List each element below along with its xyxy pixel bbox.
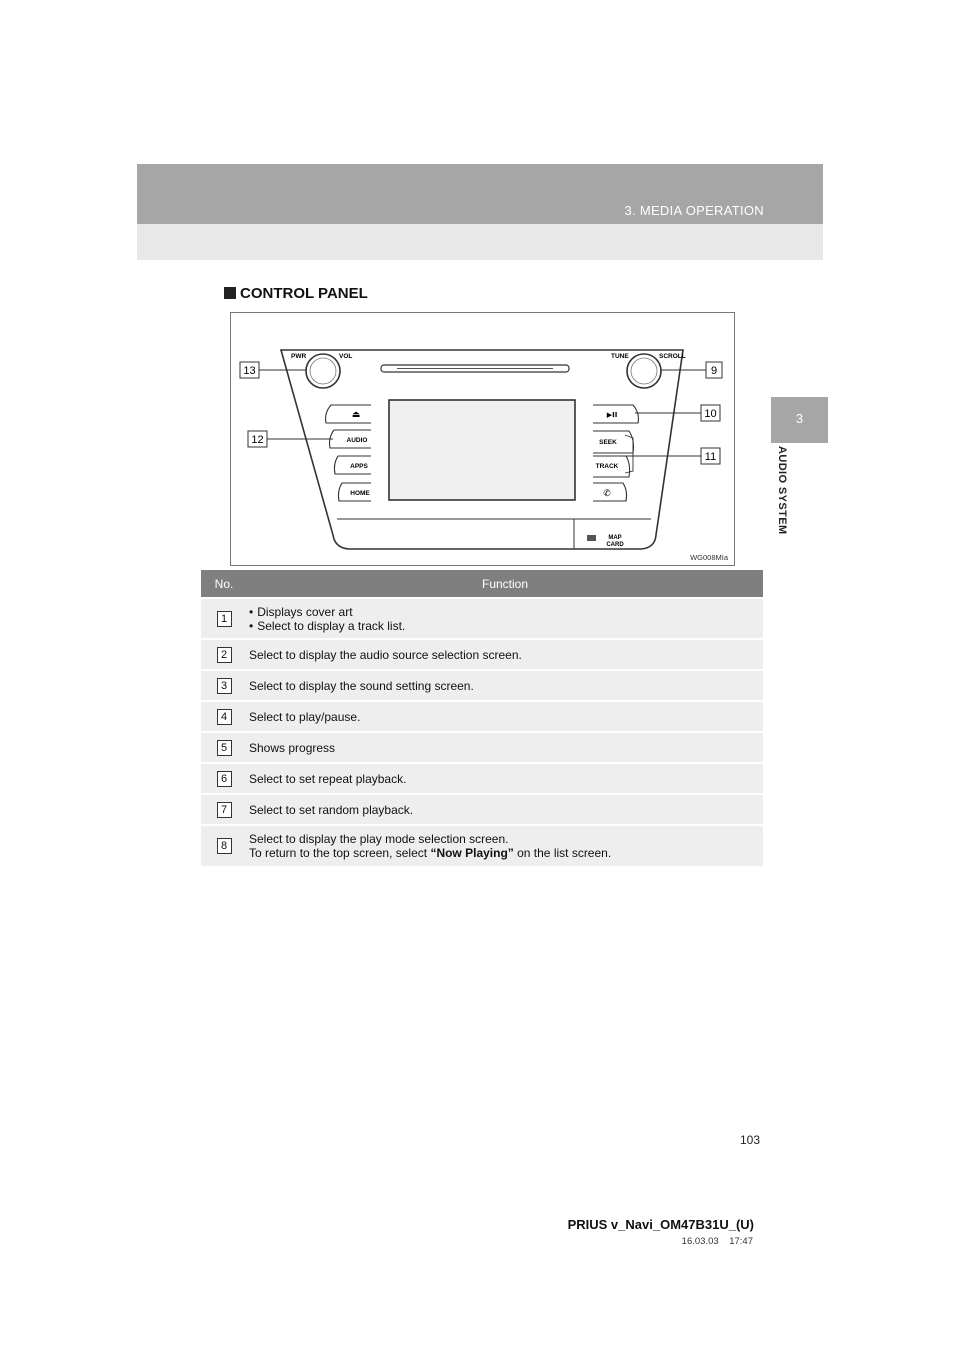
callout-11-box — [700, 447, 721, 465]
table-row: 5 Shows progress — [201, 731, 763, 763]
play-pause-button — [593, 404, 639, 424]
apps-label: APPS — [350, 463, 368, 470]
square-bullet-icon — [224, 287, 236, 299]
row-text: Shows progress — [247, 731, 763, 763]
row-number: 7 — [216, 801, 232, 818]
callout-9-box — [705, 361, 723, 379]
header-function: Function — [247, 570, 763, 598]
tune-scroll-knob — [626, 353, 662, 389]
right-button-column: ▶II SEEK TRACK ✆ — [593, 404, 639, 502]
callout-11: 11 — [705, 451, 716, 463]
control-panel-figure: PWR VOL TUNE SCROLL ⏏ AUDIO APPS HOME ▶I… — [230, 312, 735, 566]
vol-label: VOL — [339, 353, 352, 360]
header-band — [137, 164, 823, 224]
row-number: 8 — [216, 838, 232, 854]
row-text: Select to play/pause. — [247, 700, 763, 732]
section-heading: CONTROL PANEL — [224, 285, 368, 302]
row-text: Select to set repeat playback. — [247, 762, 763, 794]
row-number: 4 — [216, 708, 232, 725]
footer-date-value: 16.03.03 — [681, 1236, 719, 1247]
table-row: 1 Displays cover art Select to display a… — [201, 597, 763, 639]
function-table: No. Function 1 Displays cover art Select… — [201, 570, 763, 866]
pwr-vol-knob-ring — [309, 357, 337, 385]
chapter-side-label: AUDIO SYSTEM — [772, 446, 792, 560]
table-row: 4 Select to play/pause. — [201, 700, 763, 732]
callout-12-box — [247, 430, 268, 448]
phone-icon: ✆ — [603, 489, 611, 499]
heading-text: CONTROL PANEL — [240, 285, 368, 302]
row-text: Select to display a track list. — [249, 619, 763, 633]
row-number: 6 — [216, 770, 232, 787]
section-title: 3. MEDIA OPERATION — [624, 203, 764, 218]
callout-13-box — [239, 361, 260, 379]
callout-13: 13 — [243, 365, 255, 377]
pwr-label: PWR — [291, 353, 306, 360]
table-row: 3 Select to display the sound setting sc… — [201, 669, 763, 701]
row-text-post: on the list screen. — [513, 846, 612, 860]
apps-button — [333, 455, 371, 475]
callout-10: 10 — [704, 408, 716, 420]
play-pause-icon: ▶II — [607, 411, 618, 419]
chapter-number: 3 — [795, 411, 804, 426]
row-text-pre: To return to the top screen, select — [249, 846, 431, 860]
phone-button — [593, 482, 628, 502]
row-text: Select to display the sound setting scre… — [247, 669, 763, 701]
header-sub-band — [137, 224, 823, 260]
chapter-label-text: AUDIO SYSTEM — [776, 446, 788, 535]
figure-id: WG008MIa — [690, 553, 728, 562]
head-unit-outline — [279, 349, 684, 550]
row-text: Select to set random playback. — [247, 793, 763, 825]
sd-card-icon — [587, 535, 596, 541]
row-number: 1 — [216, 610, 232, 627]
eject-button — [325, 404, 371, 424]
header-no: No. — [201, 570, 247, 598]
table-row: 6 Select to set repeat playback. — [201, 762, 763, 794]
tune-scroll-knob-ring — [630, 357, 658, 385]
pwr-vol-knob — [305, 353, 341, 389]
map-label: MAP — [608, 535, 621, 541]
row-text: Select to display the audio source selec… — [247, 638, 763, 670]
track-label: TRACK — [596, 463, 619, 470]
row-number: 3 — [216, 677, 232, 694]
now-playing-term: “Now Playing” — [430, 846, 514, 860]
row-text: Displays cover art — [249, 605, 763, 619]
row-number: 5 — [216, 739, 232, 756]
row-text: Select to display the play mode selectio… — [249, 832, 509, 846]
audio-button — [328, 429, 371, 449]
row-text-line2: To return to the top screen, select “Now… — [249, 846, 763, 860]
audio-label: AUDIO — [347, 437, 368, 444]
card-label: CARD — [606, 542, 624, 548]
callout-10-box — [700, 404, 721, 422]
display-screen — [388, 399, 576, 501]
table-row: 8 Select to display the play mode select… — [201, 824, 763, 866]
document-date: 16.03.03 17:47 — [682, 1236, 753, 1247]
control-panel-illustration: PWR VOL TUNE SCROLL ⏏ AUDIO APPS HOME ▶I… — [239, 349, 723, 550]
document-code: PRIUS v_Navi_OM47B31U_(U) — [567, 1217, 754, 1232]
callout-9: 9 — [711, 365, 717, 377]
scroll-label: SCROLL — [659, 353, 686, 360]
tune-label: TUNE — [611, 353, 629, 360]
callout-leaders — [259, 369, 706, 474]
chapter-tab: 3 — [771, 397, 828, 443]
row-number: 2 — [216, 646, 232, 663]
home-button — [337, 482, 371, 502]
seek-label: SEEK — [599, 439, 617, 446]
left-button-column: ⏏ AUDIO APPS HOME — [325, 404, 371, 502]
eject-icon: ⏏ — [352, 410, 361, 420]
page-number: 103 — [740, 1133, 761, 1147]
home-label: HOME — [350, 490, 370, 497]
table-row: 7 Select to set random playback. — [201, 793, 763, 825]
table-row: 2 Select to display the audio source sel… — [201, 638, 763, 670]
table-header-row: No. Function — [201, 570, 763, 598]
callout-12: 12 — [251, 434, 263, 446]
footer-time-value: 17:47 — [729, 1236, 753, 1247]
